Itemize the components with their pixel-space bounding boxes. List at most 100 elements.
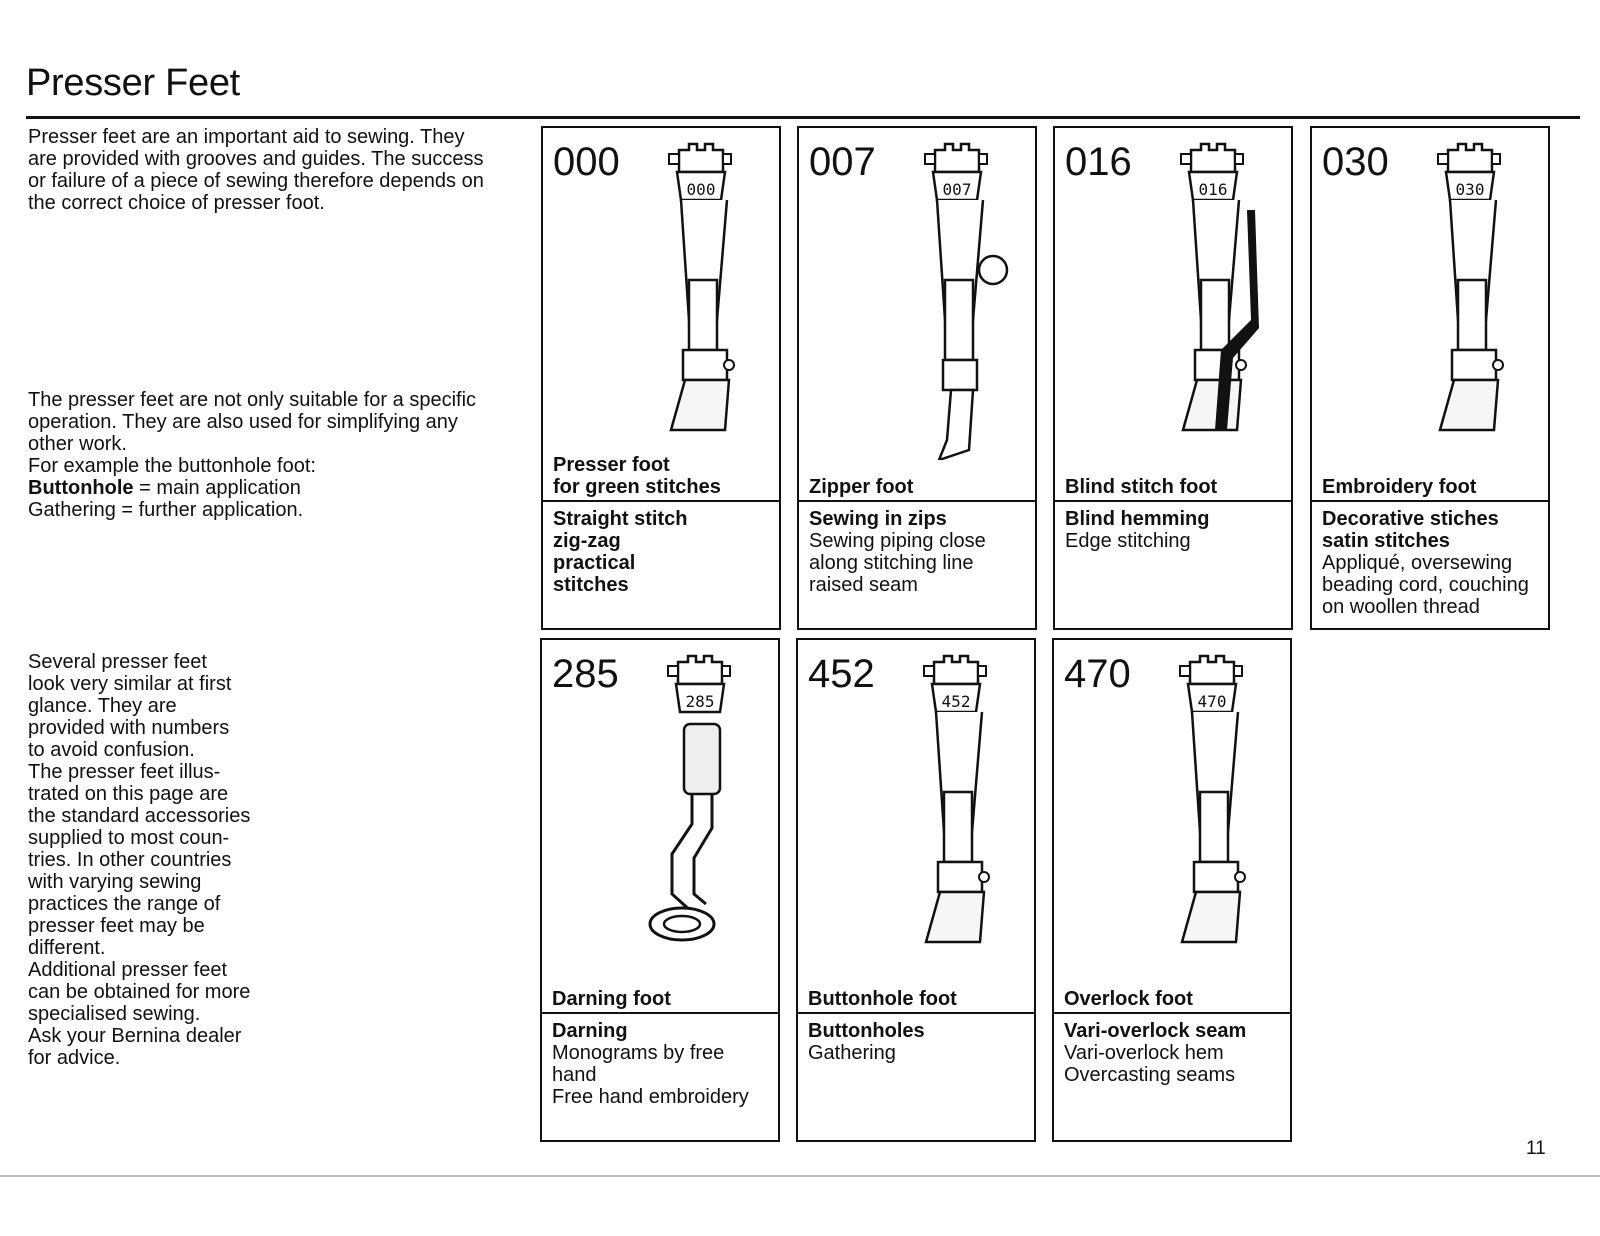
foot-name-line: Buttonhole foot <box>808 988 957 1010</box>
application-line: stitches <box>553 574 629 596</box>
card-divider <box>798 1012 1034 1014</box>
foot-number-label: 016 <box>1199 180 1228 199</box>
foot-name-line: Darning foot <box>552 988 671 1010</box>
application-line: Overcasting seams <box>1064 1064 1236 1086</box>
card-divider <box>543 500 779 502</box>
application-line: Straight stitch <box>553 508 688 530</box>
foot-code: 016 <box>1065 140 1132 184</box>
text-line: trated on this page are <box>28 783 229 805</box>
foot-name-line: Zipper foot <box>809 476 914 498</box>
foot-name: Zipper foot <box>809 476 1029 498</box>
application-line: Monograms by free <box>552 1042 725 1064</box>
page-number: 11 <box>1526 1138 1546 1159</box>
text-line: provided with numbers <box>28 717 230 739</box>
foot-number-label: 452 <box>942 692 971 711</box>
foot-name-line: Presser foot <box>553 454 670 476</box>
application-line: Buttonholes <box>808 1020 925 1042</box>
text-line: supplied to most coun- <box>28 827 230 849</box>
presser-foot-illustration-icon: 470 <box>1178 654 1246 944</box>
text-line: look very similar at first <box>28 673 232 695</box>
text-line: Several presser feet <box>28 651 207 673</box>
text-line: operation. They are also used for simpli… <box>28 411 458 433</box>
foot-code: 007 <box>809 140 876 184</box>
foot-number-label: 470 <box>1198 692 1227 711</box>
card-divider <box>1312 500 1548 502</box>
text-line: Additional presser feet <box>28 959 228 981</box>
card-divider <box>1055 500 1291 502</box>
presser-foot-illustration-icon: 030 <box>1436 142 1504 432</box>
foot-code: 030 <box>1322 140 1389 184</box>
foot-code: 000 <box>553 140 620 184</box>
presser-foot-illustration-icon: 285 <box>648 654 732 942</box>
presser-foot-illustration-icon: 452 <box>922 654 990 944</box>
text-line: with varying sewing <box>28 871 202 893</box>
foot-name: Buttonhole foot <box>808 988 1028 1010</box>
foot-name-line: Blind stitch foot <box>1065 476 1218 498</box>
foot-name-line: for green stitches <box>553 476 721 498</box>
application-line: Blind hemming <box>1065 508 1210 530</box>
foot-name-line: Overlock foot <box>1064 988 1193 1010</box>
text-line: tries. In other countries <box>28 849 232 871</box>
application-line: practical <box>553 552 636 574</box>
application-line: zig-zag <box>553 530 621 552</box>
text-line: for advice. <box>28 1047 121 1069</box>
text-line: are provided with grooves and guides. Th… <box>28 148 484 170</box>
text-line: to avoid confusion. <box>28 739 195 761</box>
application-line: on woollen thread <box>1322 596 1480 618</box>
application-line: Gathering <box>808 1042 896 1064</box>
text-line: Buttonhole = main application <box>28 477 528 499</box>
text-fragment: = main application <box>133 477 301 499</box>
bold-term: Buttonhole <box>28 477 134 499</box>
title-rule <box>26 116 1580 119</box>
text-line: specialised sewing. <box>28 1003 201 1025</box>
presser-foot-illustration-icon: 007 <box>923 142 1009 460</box>
text-line: Ask your Bernina dealer <box>28 1025 242 1047</box>
application-line: Edge stitching <box>1065 530 1191 552</box>
application-line: Appliqué, oversewing <box>1322 552 1513 574</box>
card-divider <box>1054 1012 1290 1014</box>
text-line: practices the range of <box>28 893 221 915</box>
foot-name: Blind stitch foot <box>1065 476 1285 498</box>
application-line: raised seam <box>809 574 918 596</box>
text-line: presser feet may be <box>28 915 205 937</box>
foot-name: Embroidery foot <box>1322 476 1542 498</box>
footer-line <box>0 1175 1600 1177</box>
text-line: Gathering = further application. <box>28 499 304 521</box>
presser-foot-illustration-icon: 016 <box>1179 142 1259 432</box>
foot-code: 285 <box>552 652 619 696</box>
text-line: The presser feet illus- <box>28 761 221 783</box>
foot-name: Overlock foot <box>1064 988 1284 1010</box>
text-line: or failure of a piece of sewing therefor… <box>28 170 484 192</box>
foot-code: 452 <box>808 652 875 696</box>
card-divider <box>799 500 1035 502</box>
application-line: Sewing piping close <box>809 530 986 552</box>
application-line: hand <box>552 1064 597 1086</box>
application-line: Vari-overlock hem <box>1064 1042 1224 1064</box>
text-line: other work. <box>28 433 127 455</box>
text-line: For example the buttonhole foot: <box>28 455 316 477</box>
intro-paragraph-2: The presser feet are not only suitable f… <box>28 389 528 521</box>
foot-number-label: 000 <box>687 180 716 199</box>
presser-foot-illustration-icon: 000 <box>667 142 735 432</box>
text-line: the standard accessories <box>28 805 251 827</box>
foot-number-label: 007 <box>943 180 972 199</box>
application-line: Sewing in zips <box>809 508 947 530</box>
application-line: satin stitches <box>1322 530 1450 552</box>
application-line: along stitching line <box>809 552 974 574</box>
application-line: Darning <box>552 1020 628 1042</box>
